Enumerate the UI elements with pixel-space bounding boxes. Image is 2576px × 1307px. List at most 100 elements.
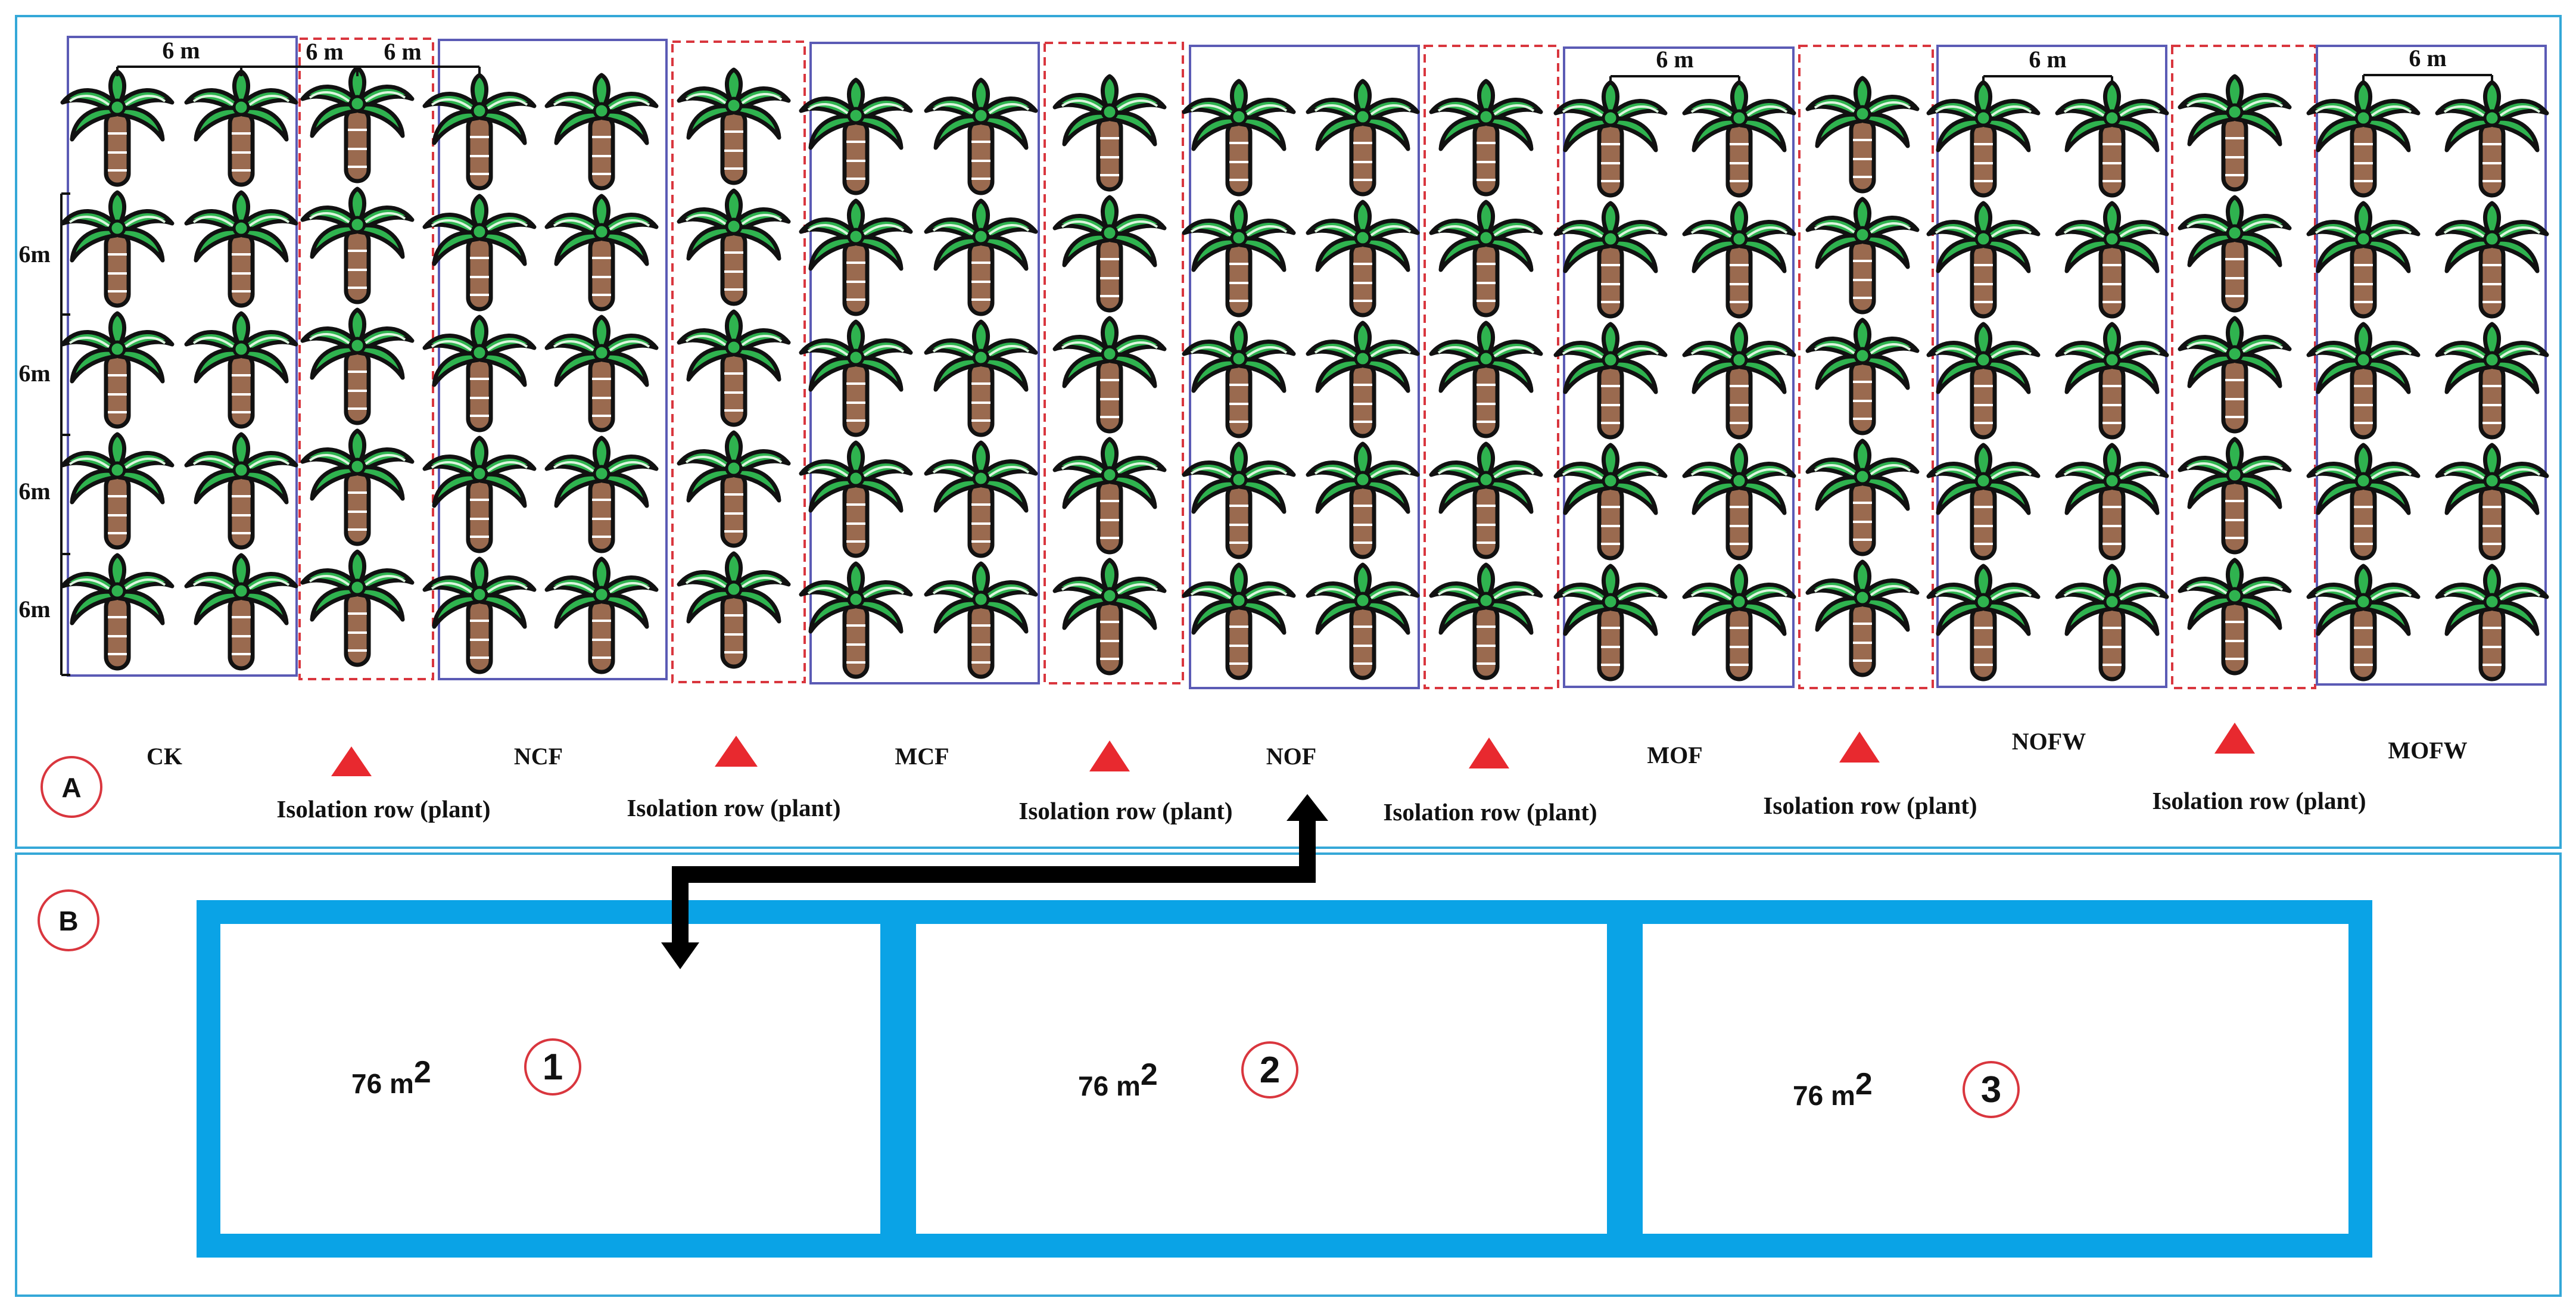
palm-tree-icon [1431, 81, 1541, 194]
spacing-annotations [60, 66, 2493, 676]
palm-tree-icon [547, 75, 656, 188]
isolation-marker-icon [715, 736, 758, 767]
spacing-label-v: 6m [18, 241, 50, 267]
palm-tree-icon [926, 443, 1036, 556]
palm-tree-icon [547, 317, 656, 430]
plot-block-3 [1619, 900, 2372, 1258]
treatment-plot-column [2316, 45, 2547, 686]
spacing-label-h: 6 m [162, 37, 200, 64]
isolation-marker-icon [1469, 737, 1509, 768]
palm-tree-icon [801, 443, 911, 556]
palm-tree-icon [547, 196, 656, 309]
palm-tree-icon [1929, 566, 2038, 679]
palm-tree-icon [1684, 82, 1794, 195]
palm-tree-icon [303, 552, 412, 665]
isolation-row-label: Isolation row (plant) [276, 795, 490, 823]
palm-tree-icon [303, 310, 412, 423]
block-number-badge-1: 1 [524, 1038, 581, 1096]
palm-tree-icon [63, 555, 172, 668]
arrow-up-icon [1287, 794, 1328, 821]
palm-tree-icon [425, 559, 534, 672]
palm-tree-icon [801, 201, 911, 314]
palm-tree-icon [1055, 76, 1164, 189]
palm-tree-icon [801, 564, 911, 677]
palm-tree-icon [1055, 318, 1164, 431]
isolation-row-column [1044, 42, 1184, 684]
isolation-marker-icon [1089, 740, 1130, 771]
isolation-row-label: Isolation row (plant) [1383, 798, 1597, 826]
palm-tree-icon [1684, 203, 1794, 316]
palm-tree-icon [1684, 324, 1794, 437]
palm-tree-icon [679, 191, 789, 304]
palm-tree-icon [926, 80, 1036, 193]
palm-tree-icon [1684, 445, 1794, 558]
block-number-badge-3: 3 [1963, 1061, 2020, 1118]
isolation-row-label: Isolation row (plant) [1018, 797, 1232, 824]
palm-tree-icon [1431, 444, 1541, 557]
treatment-label-nofw: NOFW [2012, 728, 2086, 755]
palm-tree-icon [186, 313, 296, 427]
palm-tree-icon [2437, 324, 2547, 437]
isolation-marker-icon [331, 746, 372, 776]
palm-tree-icon [1556, 445, 1665, 558]
palm-tree-icon [679, 553, 789, 667]
palm-tree-icon [1808, 320, 1917, 433]
palm-tree-icon [63, 192, 172, 306]
block-area-label: 76 m2 [351, 1055, 431, 1099]
svg-text:2: 2 [1260, 1050, 1280, 1091]
palm-tree-icon [63, 434, 172, 547]
palm-tree-icon [1055, 197, 1164, 310]
panel-b-frame [15, 852, 2562, 1297]
palm-tree-icon [2437, 445, 2547, 558]
palm-tree-icon [1808, 78, 1917, 191]
palm-tree-icon [1929, 203, 2038, 316]
palm-tree-icon [801, 322, 911, 435]
palm-tree-icon [1184, 565, 1294, 678]
palm-tree-icon [1308, 202, 1418, 315]
palm-tree-icon [1184, 323, 1294, 436]
spacing-label-h: 6 m [1656, 46, 1693, 73]
palm-tree-icon [1055, 439, 1164, 552]
treatment-label-mcf: MCF [895, 743, 949, 770]
spacing-label-h: 6 m [2029, 46, 2066, 73]
palm-tree-icon [1308, 444, 1418, 557]
palm-tree-icon [1929, 324, 2038, 437]
palm-tree-icon [425, 75, 534, 188]
palm-tree-icon [2309, 324, 2418, 437]
palm-tree-icon [303, 431, 412, 544]
treatment-label-ncf: NCF [514, 743, 563, 770]
isolation-marker-icon [1839, 732, 1880, 763]
palm-tree-icon [1556, 203, 1665, 316]
palm-tree-icon [926, 564, 1036, 677]
isolation-row-column [298, 38, 434, 680]
palm-tree-icon [1929, 445, 2038, 558]
spacing-label-h: 6 m [306, 38, 343, 65]
palm-tree-icon [1556, 324, 1665, 437]
treatment-plot-column [1936, 45, 2167, 688]
palm-tree-icon [926, 201, 1036, 314]
treatment-plot-column [67, 36, 298, 677]
palm-tree-icon [1431, 565, 1541, 678]
svg-text:1: 1 [543, 1047, 563, 1088]
palm-tree-icon [1556, 82, 1665, 195]
palm-tree-icon [186, 434, 296, 547]
isolation-marker-icon [2214, 723, 2255, 754]
palm-tree-icon [1308, 81, 1418, 194]
treatment-plot-column [809, 42, 1040, 684]
palm-tree-icon [1684, 566, 1794, 679]
palm-tree-icon [1808, 441, 1917, 554]
palm-tree-icon [1431, 202, 1541, 315]
palm-tree-icon [2309, 445, 2418, 558]
palm-tree-icon [2180, 76, 2290, 189]
isolation-row-column [1424, 45, 1559, 689]
palm-tree-icon [2180, 318, 2290, 431]
palm-tree-icon [2057, 566, 2167, 679]
palm-tree-icon [2309, 82, 2418, 195]
connector-arrow [661, 794, 1328, 969]
spacing-label-v: 6m [18, 478, 50, 505]
palm-tree-icon [2437, 82, 2547, 195]
palm-tree-icon [2057, 445, 2167, 558]
treatment-label-mofw: MOFW [2388, 737, 2467, 764]
block-area-label: 76 m2 [1793, 1067, 1873, 1111]
isolation-row-column [1798, 45, 1934, 689]
